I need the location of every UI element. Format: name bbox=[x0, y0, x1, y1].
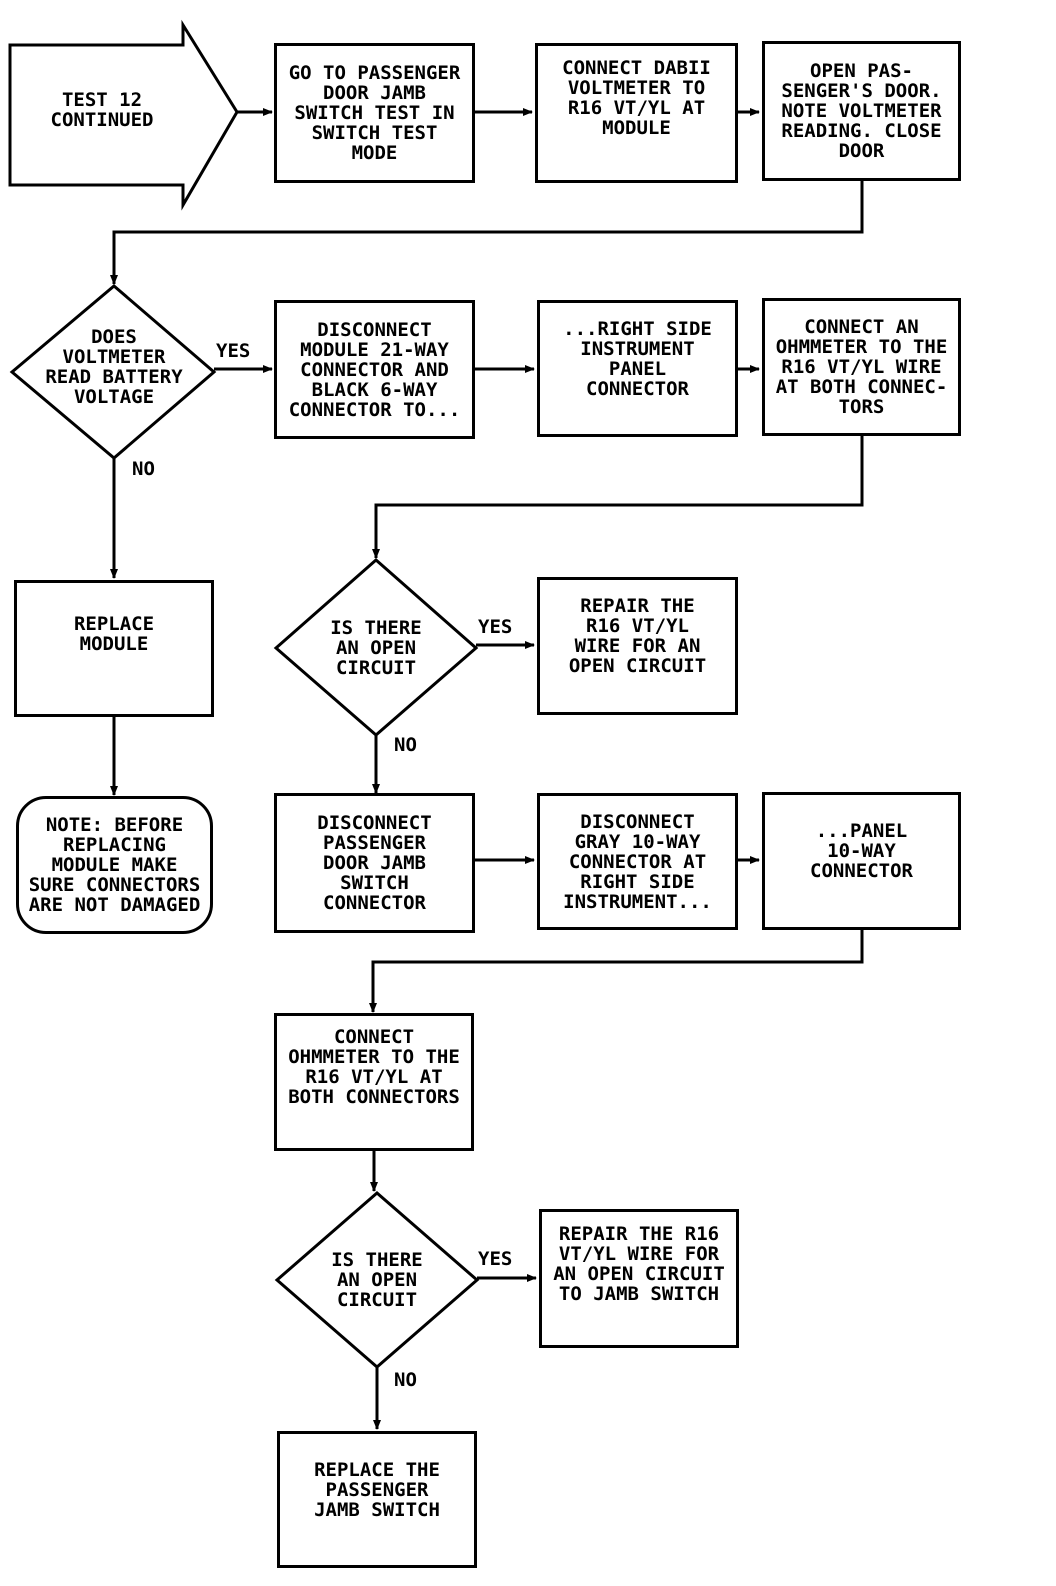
step-go-to-jamb-test: GO TO PASSENGER DOOR JAMB SWITCH TEST IN… bbox=[274, 43, 475, 183]
decision-battery-voltage: DOES VOLTMETER READ BATTERY VOLTAGE bbox=[45, 326, 183, 408]
connector-panel-to-ohm2 bbox=[369, 930, 864, 1013]
branch-yes-label: YES bbox=[478, 616, 513, 638]
note-before-replacing: NOTE: BEFORE REPLACING MODULE MAKE SURE … bbox=[16, 796, 213, 934]
step-connect-ohmmeter-2: CONNECT OHMMETER TO THE R16 VT/YL AT BOT… bbox=[274, 1013, 474, 1151]
decision-open-circuit-2: IS THERE AN OPEN CIRCUIT bbox=[331, 1249, 423, 1311]
step-connect-voltmeter: CONNECT DABII VOLTMETER TO R16 VT/YL AT … bbox=[535, 43, 738, 183]
branch-yes-label: YES bbox=[478, 1248, 513, 1270]
step-repair-wire-2: REPAIR THE R16 VT/YL WIRE FOR AN OPEN CI… bbox=[539, 1209, 739, 1348]
step-repair-wire-1: REPAIR THE R16 VT/YL WIRE FOR AN OPEN CI… bbox=[537, 577, 738, 715]
step-replace-jamb-switch: REPLACE THE PASSENGER JAMB SWITCH bbox=[277, 1431, 477, 1568]
branch-yes-label: YES bbox=[216, 340, 251, 362]
step-replace-module: REPLACE MODULE bbox=[14, 580, 214, 717]
branch-no-label: NO bbox=[394, 734, 417, 756]
connector-ohm1-to-decision2 bbox=[372, 436, 864, 559]
connector-open-to-decision1 bbox=[110, 181, 864, 285]
branch-no-label: NO bbox=[132, 458, 155, 480]
step-disconnect-module: DISCONNECT MODULE 21-WAY CONNECTOR AND B… bbox=[274, 300, 475, 439]
start-arrow-shape bbox=[8, 19, 239, 211]
step-disconnect-jamb-connector: DISCONNECT PASSENGER DOOR JAMB SWITCH CO… bbox=[274, 793, 475, 933]
step-open-door: OPEN PAS- SENGER'S DOOR. NOTE VOLTMETER … bbox=[762, 41, 961, 181]
step-connect-ohmmeter-1: CONNECT AN OHMMETER TO THE R16 VT/YL WIR… bbox=[762, 298, 961, 436]
step-panel-10way-connector: ...PANEL 10-WAY CONNECTOR bbox=[762, 792, 961, 930]
start-label: TEST 12 CONTINUED bbox=[50, 89, 154, 131]
step-right-side-panel: ...RIGHT SIDE INSTRUMENT PANEL CONNECTOR bbox=[537, 300, 738, 437]
decision-open-circuit-1: IS THERE AN OPEN CIRCUIT bbox=[330, 617, 422, 679]
step-disconnect-gray-connector: DISCONNECT GRAY 10-WAY CONNECTOR AT RIGH… bbox=[537, 793, 738, 930]
branch-no-label: NO bbox=[394, 1369, 417, 1391]
